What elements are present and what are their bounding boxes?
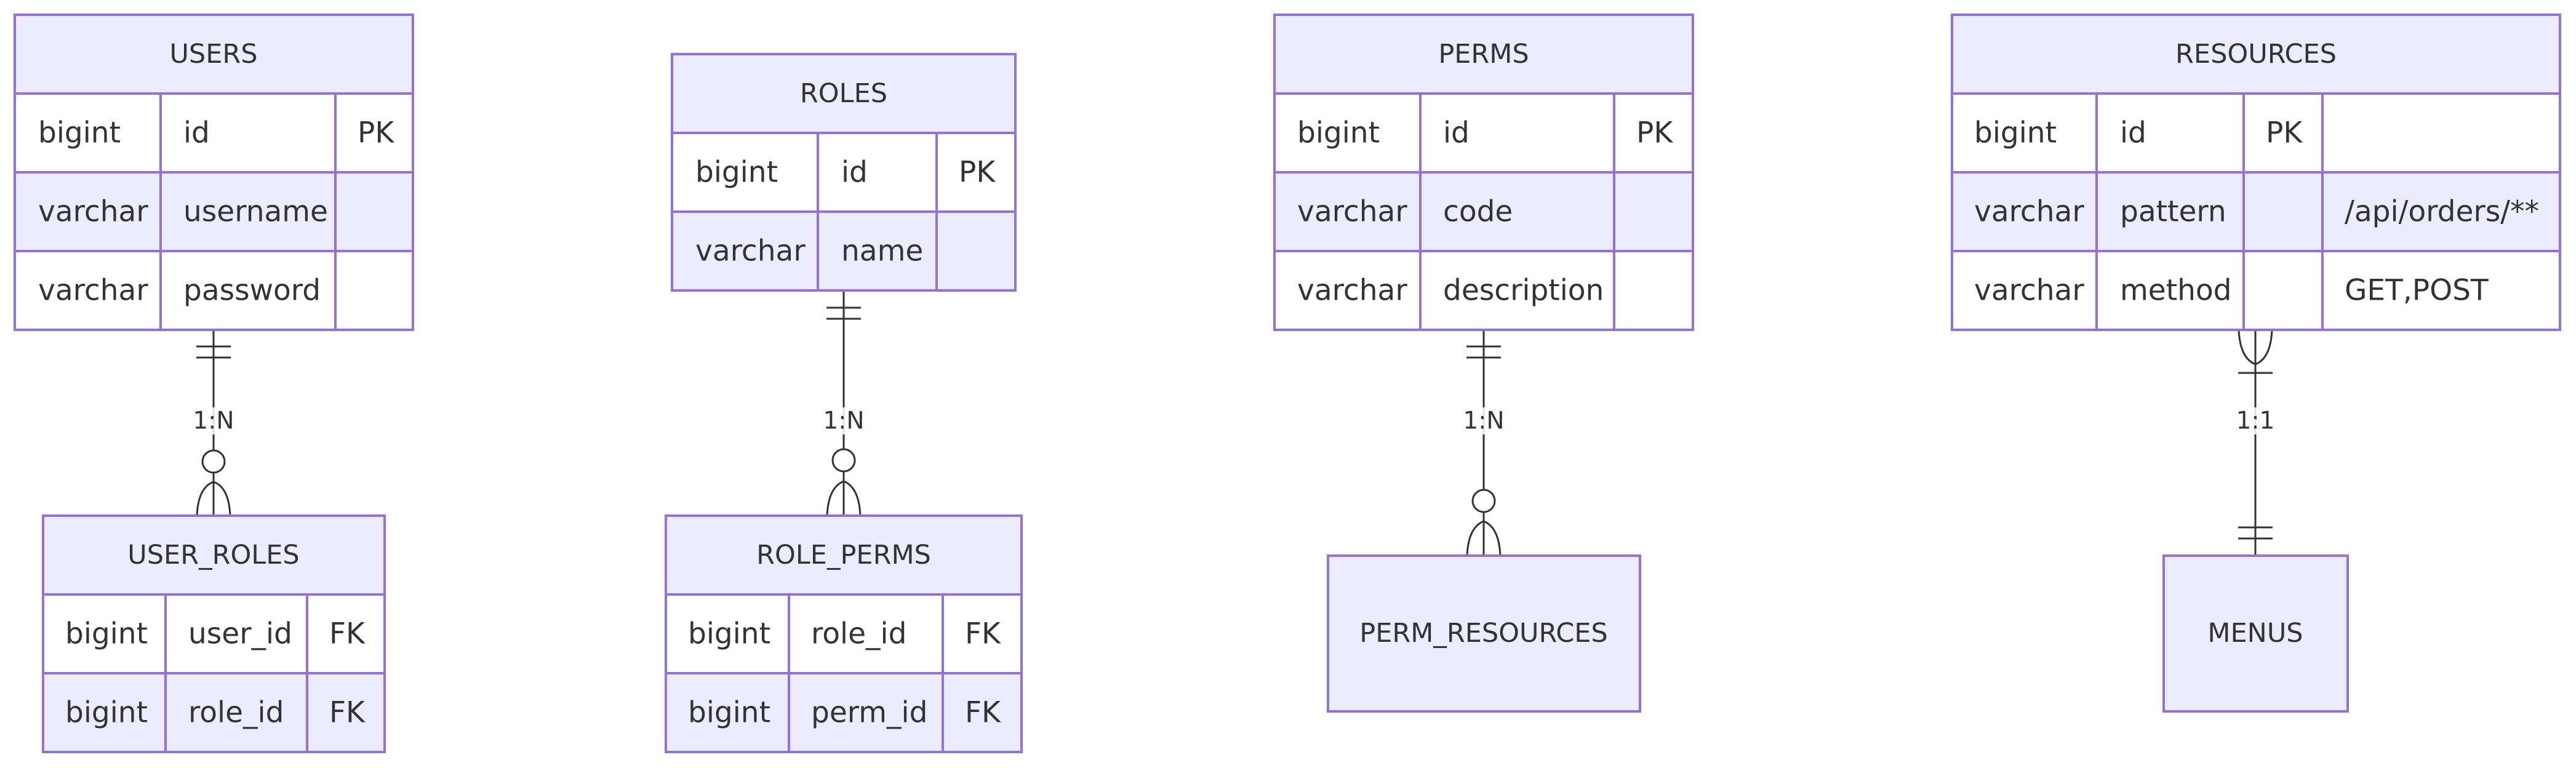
attr-key: FK (965, 696, 1001, 730)
attr-type: bigint (695, 156, 778, 190)
entity-role-perms: ROLE_PERMS bigint role_id FK bigint perm… (665, 514, 1023, 753)
entity-user-roles: USER_ROLES bigint user_id FK bigint role… (42, 514, 386, 753)
attr-name: id (183, 116, 210, 150)
attr-name: username (183, 195, 328, 229)
entity-title: RESOURCES (2175, 39, 2337, 70)
attr-type: bigint (1974, 116, 2057, 150)
entity-perms: PERMS bigint id PK varchar code varchar … (1273, 14, 1694, 331)
entity-title: ROLE_PERMS (756, 540, 931, 570)
attr-type: varchar (1297, 195, 1407, 229)
entity-menus: MENUS (2162, 554, 2349, 713)
entity-resources: RESOURCES bigint id PK varchar pattern /… (1951, 14, 2561, 331)
attr-name: name (841, 234, 923, 268)
relationship-label: 1:N (823, 407, 864, 435)
relationship-label: 1:N (193, 407, 234, 435)
attr-type: bigint (1297, 116, 1380, 150)
entity-title: USERS (169, 39, 257, 70)
attr-name: code (1443, 195, 1513, 229)
attr-name: id (2120, 116, 2146, 150)
attr-name: id (1443, 116, 1470, 150)
entity-title: USER_ROLES (127, 540, 299, 570)
attr-name: pattern (2120, 195, 2226, 229)
attr-type: bigint (65, 696, 148, 730)
relationship-resources-menus: 1:1 (2235, 329, 2276, 556)
attr-name: perm_id (811, 696, 927, 730)
entity-title: MENUS (2207, 618, 2303, 649)
attr-type: varchar (1297, 274, 1407, 308)
attr-key: FK (965, 617, 1001, 651)
attr-type: varchar (695, 234, 806, 268)
attr-type: varchar (38, 274, 148, 308)
attr-name: password (183, 274, 321, 308)
attr-name: user_id (188, 617, 292, 651)
relationship-perms-perm-resources: 1:N (1463, 330, 1505, 556)
attr-type: varchar (1974, 195, 2084, 229)
entity-title: PERMS (1438, 39, 1529, 70)
attr-type: varchar (38, 195, 148, 229)
attr-name: role_id (811, 617, 906, 651)
relationship-roles-role-perms: 1:N (823, 290, 865, 516)
attr-type: bigint (38, 116, 121, 150)
entity-perm-resources: PERM_RESOURCES (1327, 554, 1641, 713)
attr-type: bigint (688, 696, 770, 730)
attr-key: FK (329, 617, 366, 651)
attr-name: description (1443, 274, 1604, 308)
attr-name: method (2120, 274, 2232, 308)
attr-key: PK (2266, 116, 2303, 150)
attr-name: id (841, 156, 868, 190)
relationship-label: 1:N (1463, 407, 1504, 435)
entity-roles: ROLES bigint id PK varchar name (671, 53, 1017, 292)
relationship-users-user-roles: 1:N (193, 330, 234, 516)
entity-users: USERS bigint id PK varchar username varc… (14, 14, 414, 331)
attr-key: PK (358, 116, 394, 150)
entity-title: ROLES (800, 78, 887, 109)
attr-type: bigint (65, 617, 148, 651)
attr-comment: GET,POST (2345, 274, 2489, 308)
attr-name: role_id (188, 696, 284, 730)
attr-type: varchar (1974, 274, 2084, 308)
attr-key: PK (959, 156, 996, 190)
entity-title: PERM_RESOURCES (1359, 618, 1607, 649)
relationship-label: 1:1 (2236, 407, 2275, 435)
attr-key: FK (329, 696, 366, 730)
attr-type: bigint (688, 617, 770, 651)
attr-comment: /api/orders/** (2345, 195, 2539, 229)
attr-key: PK (1636, 116, 1673, 150)
